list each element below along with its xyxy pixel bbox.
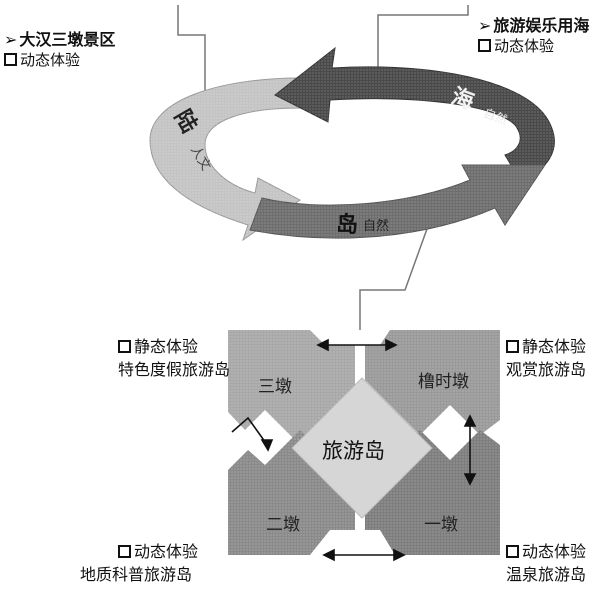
label-side-tl: 静态体验 特色度假旅游岛 <box>118 335 230 381</box>
island-small-label: 自然 <box>363 218 389 234</box>
connector-line-right <box>377 5 469 85</box>
checkbox-icon <box>4 53 17 66</box>
top-left-title: 大汉三墩景区 <box>19 30 116 49</box>
connector-line-left <box>177 5 206 110</box>
side-bl-line1: 动态体验 <box>134 542 199 561</box>
label-side-tr: 静态体验 观赏旅游岛 <box>506 335 586 381</box>
checkbox-icon <box>118 340 131 353</box>
quadrant-tl-label: 三墩 <box>258 377 292 397</box>
center-label: 旅游岛 <box>322 439 385 463</box>
checkbox-icon <box>478 39 491 52</box>
side-tr-line1: 静态体验 <box>522 337 587 356</box>
checkbox-icon <box>118 545 131 558</box>
double-arrow-bottom <box>322 548 406 562</box>
quadrant-bl-label: 二墩 <box>266 515 300 535</box>
label-top-left: ➢大汉三墩景区 动态体验 <box>4 30 115 70</box>
double-arrow-top <box>316 338 398 352</box>
connector-line-center <box>359 214 433 330</box>
label-top-right: ➢旅游娱乐用海 动态体验 <box>478 16 589 56</box>
side-tl-line1: 静态体验 <box>134 337 199 356</box>
double-arrow-left <box>231 416 274 452</box>
pointer-icon: ➢ <box>4 30 18 49</box>
label-side-bl: 动态体验 地质科普旅游岛 <box>80 540 198 586</box>
top-right-title: 旅游娱乐用海 <box>493 16 590 35</box>
side-tr-line2: 观赏旅游岛 <box>506 360 587 379</box>
label-side-br: 动态体验 温泉旅游岛 <box>506 540 586 586</box>
island-big-label: 岛 <box>336 212 358 238</box>
pointer-icon: ➢ <box>478 16 492 35</box>
side-br-line1: 动态体验 <box>522 542 587 561</box>
checkbox-icon <box>506 545 519 558</box>
side-tl-line2: 特色度假旅游岛 <box>118 360 231 379</box>
top-right-sub: 动态体验 <box>494 37 555 55</box>
double-arrow-right <box>463 414 477 486</box>
quadrant-tr-label: 橹时墩 <box>418 372 469 392</box>
quadrant-br-label: 一墩 <box>424 515 458 535</box>
side-bl-line2: 地质科普旅游岛 <box>80 565 193 584</box>
checkbox-icon <box>506 340 519 353</box>
top-left-sub: 动态体验 <box>20 51 81 69</box>
side-br-line2: 温泉旅游岛 <box>506 565 587 584</box>
center-diamond <box>291 377 433 519</box>
